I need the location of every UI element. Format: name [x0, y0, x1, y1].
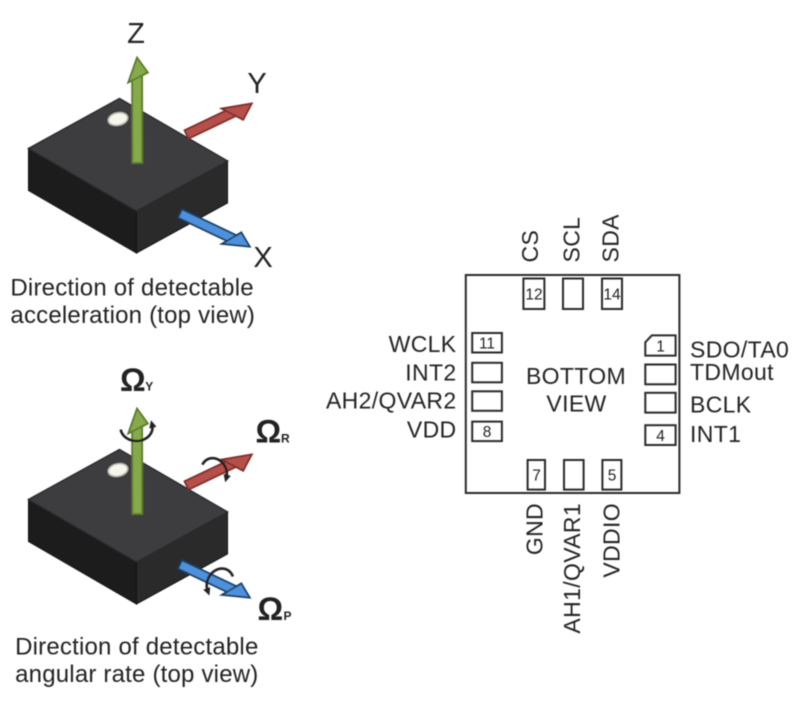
svg-text:Ω: Ω: [256, 414, 282, 450]
svg-text:4: 4: [656, 428, 665, 445]
svg-text:1: 1: [656, 338, 665, 355]
svg-text:INT1: INT1: [690, 421, 741, 447]
svg-text:CS: CS: [517, 230, 543, 263]
svg-text:TDMout: TDMout: [690, 359, 774, 385]
svg-text:11: 11: [479, 335, 495, 352]
svg-text:8: 8: [483, 424, 492, 441]
svg-text:WCLK: WCLK: [389, 331, 457, 357]
svg-text:angular rate (top view): angular rate (top view): [15, 661, 258, 688]
svg-text:acceleration (top view): acceleration (top view): [10, 302, 255, 329]
svg-text:SDA: SDA: [598, 214, 624, 263]
svg-text:P: P: [284, 609, 292, 623]
svg-text:Direction of detectable: Direction of detectable: [15, 634, 258, 661]
svg-text:SCL: SCL: [559, 217, 585, 263]
svg-text:14: 14: [603, 286, 621, 303]
svg-text:Y: Y: [247, 68, 266, 100]
svg-text:AH1/QVAR1: AH1/QVAR1: [559, 503, 585, 634]
svg-text:VDDIO: VDDIO: [599, 503, 625, 578]
svg-text:12: 12: [525, 286, 542, 303]
svg-text:R: R: [281, 432, 290, 446]
svg-text:AH2/QVAR2: AH2/QVAR2: [326, 388, 457, 414]
svg-text:5: 5: [608, 467, 617, 484]
svg-text:INT2: INT2: [405, 359, 456, 385]
svg-text:Direction of detectable: Direction of detectable: [10, 275, 253, 302]
svg-text:SDO/TA0: SDO/TA0: [690, 336, 789, 362]
svg-text:BOTTOM: BOTTOM: [526, 363, 626, 389]
svg-text:Ω: Ω: [258, 591, 284, 627]
svg-text:Y: Y: [145, 380, 153, 394]
svg-text:VDD: VDD: [407, 417, 457, 443]
svg-text:BCLK: BCLK: [690, 391, 752, 417]
svg-text:Z: Z: [127, 18, 145, 50]
svg-text:X: X: [253, 242, 272, 274]
svg-text:7: 7: [532, 467, 541, 484]
svg-text:VIEW: VIEW: [546, 390, 606, 416]
svg-text:GND: GND: [521, 503, 547, 555]
svg-text:Ω: Ω: [120, 362, 146, 398]
